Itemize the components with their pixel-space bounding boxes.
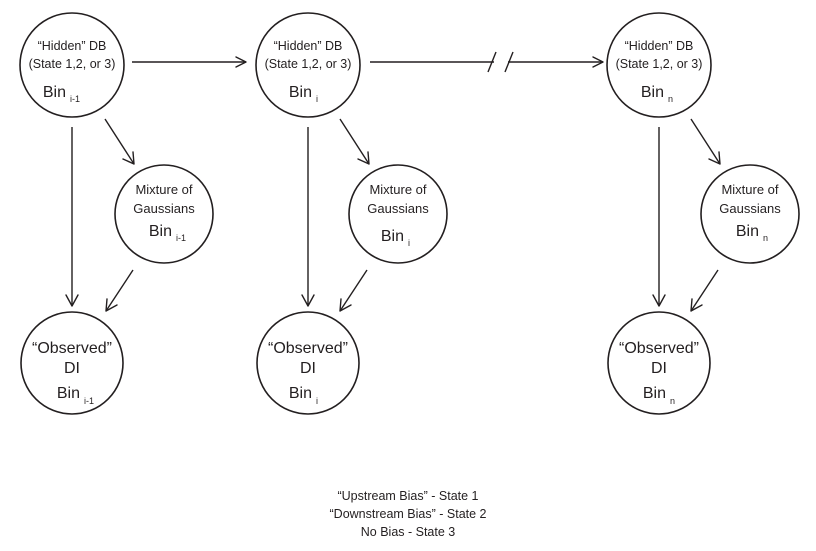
- arrowhead-mixture-to-observed-1: [105, 298, 118, 312]
- emission-arrowhead-hidden-to-observed-2: [301, 294, 315, 307]
- transition-arrowhead-2: [592, 56, 604, 68]
- break-slash-2: [504, 51, 514, 73]
- emission-arrowhead-hidden-to-observed-3: [652, 294, 666, 307]
- hidden-node-2-bin-subscript: i: [316, 94, 318, 104]
- state-legend: “Upstream Bias” - State 1 “Downstream Bi…: [0, 487, 816, 541]
- mixture-node-2-bin: Bin: [381, 228, 404, 245]
- mixture-node-2-line1: Mixture of: [369, 182, 426, 197]
- arrow-mixture-to-observed-2: [339, 269, 368, 312]
- hidden-node-3-bin: Bin: [641, 84, 664, 101]
- legend-state-3: No Bias - State 3: [360, 525, 456, 539]
- mixture-node-3-bin-subscript: n: [763, 233, 768, 243]
- hidden-node-1-bin-subscript: i-1: [70, 94, 80, 104]
- hidden-node-2-bin: Bin: [289, 84, 312, 101]
- break-gap: [494, 55, 508, 69]
- hidden-node-3-bin-subscript: n: [668, 94, 673, 104]
- observed-node-1-bin-subscript: i-1: [84, 396, 94, 406]
- legend-state-1: “Upstream Bias” - State 1: [337, 489, 479, 503]
- hidden-node-2: “Hidden” DB (State 1,2, or 3) Bin i: [255, 12, 361, 118]
- arrowhead-mixture-to-observed-2: [339, 298, 352, 312]
- observed-node-1-bin: Bin: [57, 385, 80, 402]
- observed-node-3-bin: Bin: [643, 385, 666, 402]
- arrowhead-hidden-to-mixture-1: [122, 151, 135, 165]
- hidden-node-2-title: “Hidden” DB: [274, 39, 343, 53]
- observed-node-1: “Observed” DI Bin i-1: [20, 311, 124, 415]
- legend-state-2: “Downstream Bias” - State 2: [329, 507, 487, 521]
- observed-node-2-bin-subscript: i: [316, 396, 318, 406]
- mixture-node-1-bin: Bin: [149, 223, 172, 240]
- hidden-node-3: “Hidden” DB (State 1,2, or 3) Bin n: [606, 12, 712, 118]
- mixture-node-1-line2: Gaussians: [133, 201, 195, 216]
- break-slash-1: [487, 51, 497, 73]
- observed-node-3-di: DI: [651, 360, 667, 377]
- arrow-mixture-to-observed-1: [105, 269, 134, 312]
- observed-node-3-bin-subscript: n: [670, 396, 675, 406]
- observed-node-1-title: “Observed”: [32, 340, 112, 357]
- mixture-node-1-line1: Mixture of: [135, 182, 192, 197]
- mixture-node-3-bin: Bin: [736, 223, 759, 240]
- observed-node-1-di: DI: [64, 360, 80, 377]
- arrow-hidden-to-mixture-1: [104, 118, 135, 165]
- hidden-node-1-bin: Bin: [43, 84, 66, 101]
- hidden-node-1-states: (State 1,2, or 3): [29, 57, 116, 71]
- mixture-node-3-line1: Mixture of: [721, 182, 778, 197]
- hidden-node-3-title: “Hidden” DB: [625, 39, 694, 53]
- observed-node-2-title: “Observed”: [268, 340, 348, 357]
- arrow-mixture-to-observed-3: [690, 269, 719, 312]
- observed-node-2-di: DI: [300, 360, 316, 377]
- transition-arrowhead-1: [235, 56, 247, 68]
- observed-node-2-bin: Bin: [289, 385, 312, 402]
- arrow-hidden-to-mixture-3: [690, 118, 721, 165]
- hidden-node-2-states: (State 1,2, or 3): [265, 57, 352, 71]
- mixture-node-3: Mixture of Gaussians Bin n: [700, 164, 800, 264]
- mixture-node-1: Mixture of Gaussians Bin i-1: [114, 164, 214, 264]
- emission-arrowhead-hidden-to-observed-1: [65, 294, 79, 307]
- hidden-node-3-states: (State 1,2, or 3): [616, 57, 703, 71]
- arrowhead-hidden-to-mixture-3: [708, 151, 721, 165]
- hidden-node-1-title: “Hidden” DB: [38, 39, 107, 53]
- mixture-node-2-bin-subscript: i: [408, 238, 410, 248]
- observed-node-3: “Observed” DI Bin n: [607, 311, 711, 415]
- hidden-node-1: “Hidden” DB (State 1,2, or 3) Bin i-1: [19, 12, 125, 118]
- mixture-node-2-line2: Gaussians: [367, 201, 429, 216]
- mixture-node-1-bin-subscript: i-1: [176, 233, 186, 243]
- arrowhead-mixture-to-observed-3: [690, 298, 703, 312]
- mixture-node-2: Mixture of Gaussians Bin i: [348, 164, 448, 264]
- observed-node-3-title: “Observed”: [619, 340, 699, 357]
- arrowhead-hidden-to-mixture-2: [357, 151, 370, 165]
- arrow-hidden-to-mixture-2: [339, 118, 370, 165]
- observed-node-2: “Observed” DI Bin i: [256, 311, 360, 415]
- mixture-node-3-line2: Gaussians: [719, 201, 781, 216]
